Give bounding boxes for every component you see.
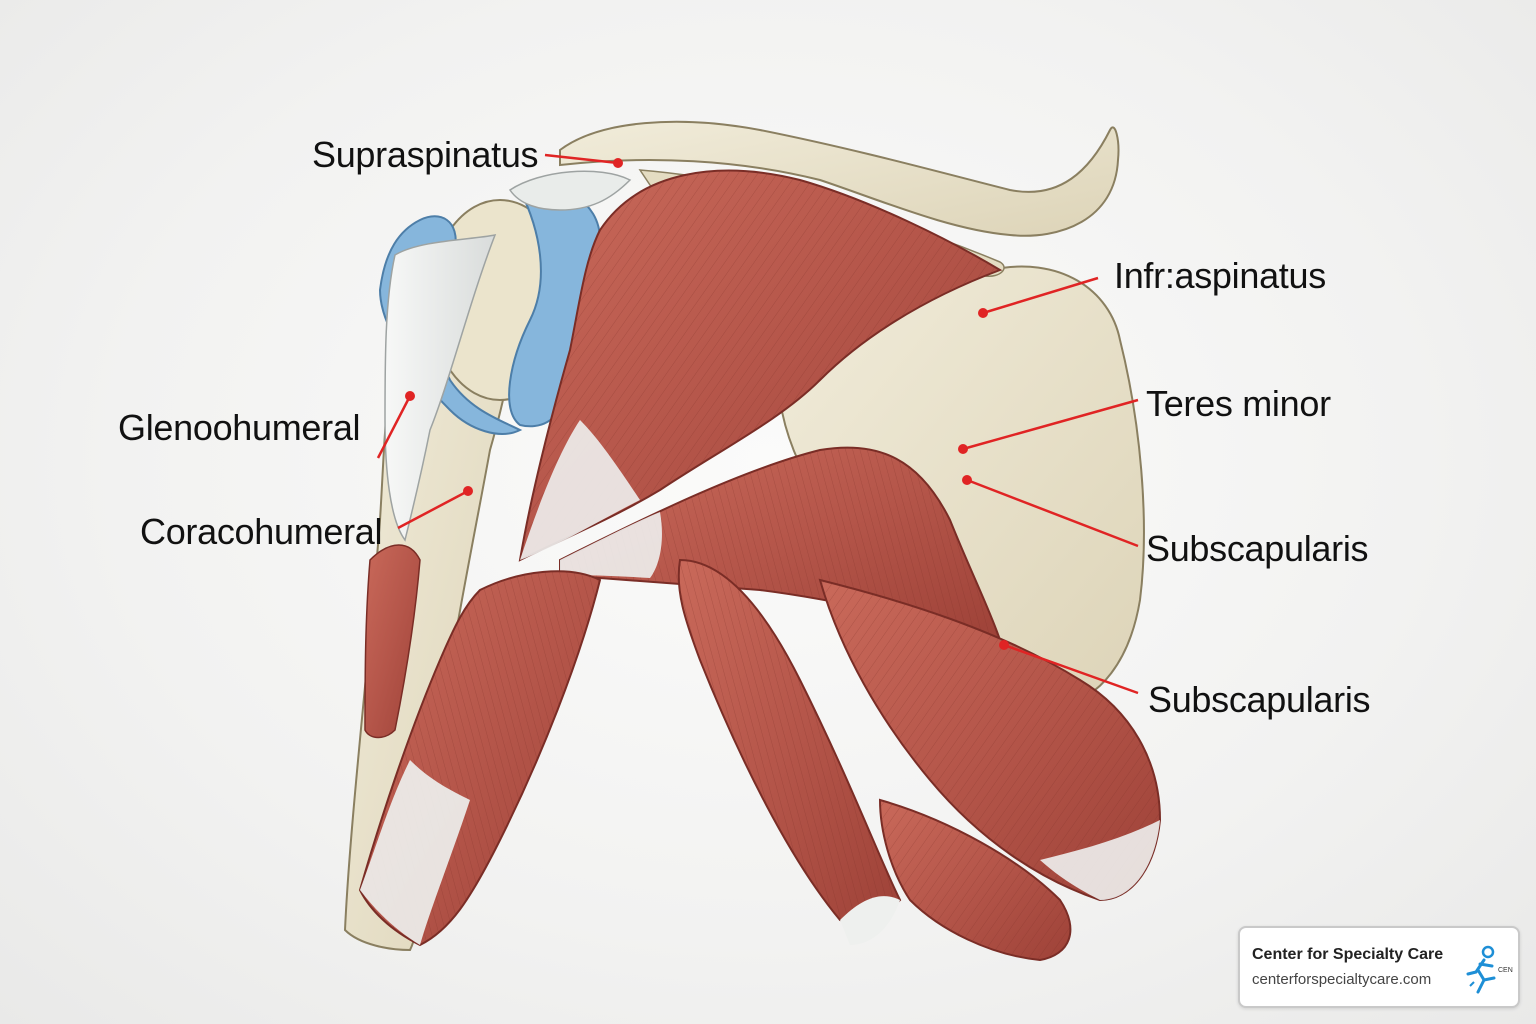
badge-url[interactable]: centerforspecialtycare.com: [1252, 971, 1432, 988]
branding-badge[interactable]: Center for Specialty Care centerforspeci…: [1238, 926, 1520, 1008]
svg-text:CEN: CEN: [1498, 967, 1513, 974]
pointer-dots: [405, 158, 1009, 650]
pointer-subscapularis-1: [966, 478, 1139, 548]
label-subscapularis-2: Subscapularis: [1148, 679, 1371, 720]
label-subscapularis-1: Subscapularis: [1146, 528, 1369, 569]
acromion-bone: [559, 120, 1120, 237]
pointer-teres-minor: [962, 398, 1139, 451]
running-figure-logo-icon: CEN: [1466, 945, 1513, 994]
label-teres-minor: Teres minor: [1146, 383, 1331, 424]
left-arm-muscle: [364, 544, 421, 739]
pointer-coracohumeral: [397, 489, 469, 530]
label-glenohumeral: Glenoohumeral: [118, 407, 361, 448]
pointer-lines: [376, 153, 1139, 695]
badge-name: Center for Specialty Care: [1252, 946, 1444, 963]
pointer-glenohumeral: [376, 395, 412, 459]
label-coracohumeral: Coracohumeral: [140, 511, 383, 552]
pointer-subscapularis-2: [1003, 643, 1139, 695]
pointer-infraspinatus: [982, 276, 1099, 315]
pointer-supraspinatus: [544, 153, 619, 165]
supraspinatus-tendon: [508, 170, 632, 211]
label-infraspinatus: Infr:aspinatus: [1114, 255, 1326, 296]
label-supraspinatus: Supraspinatus: [312, 134, 539, 175]
coracohumeral-ligament: [384, 233, 497, 542]
